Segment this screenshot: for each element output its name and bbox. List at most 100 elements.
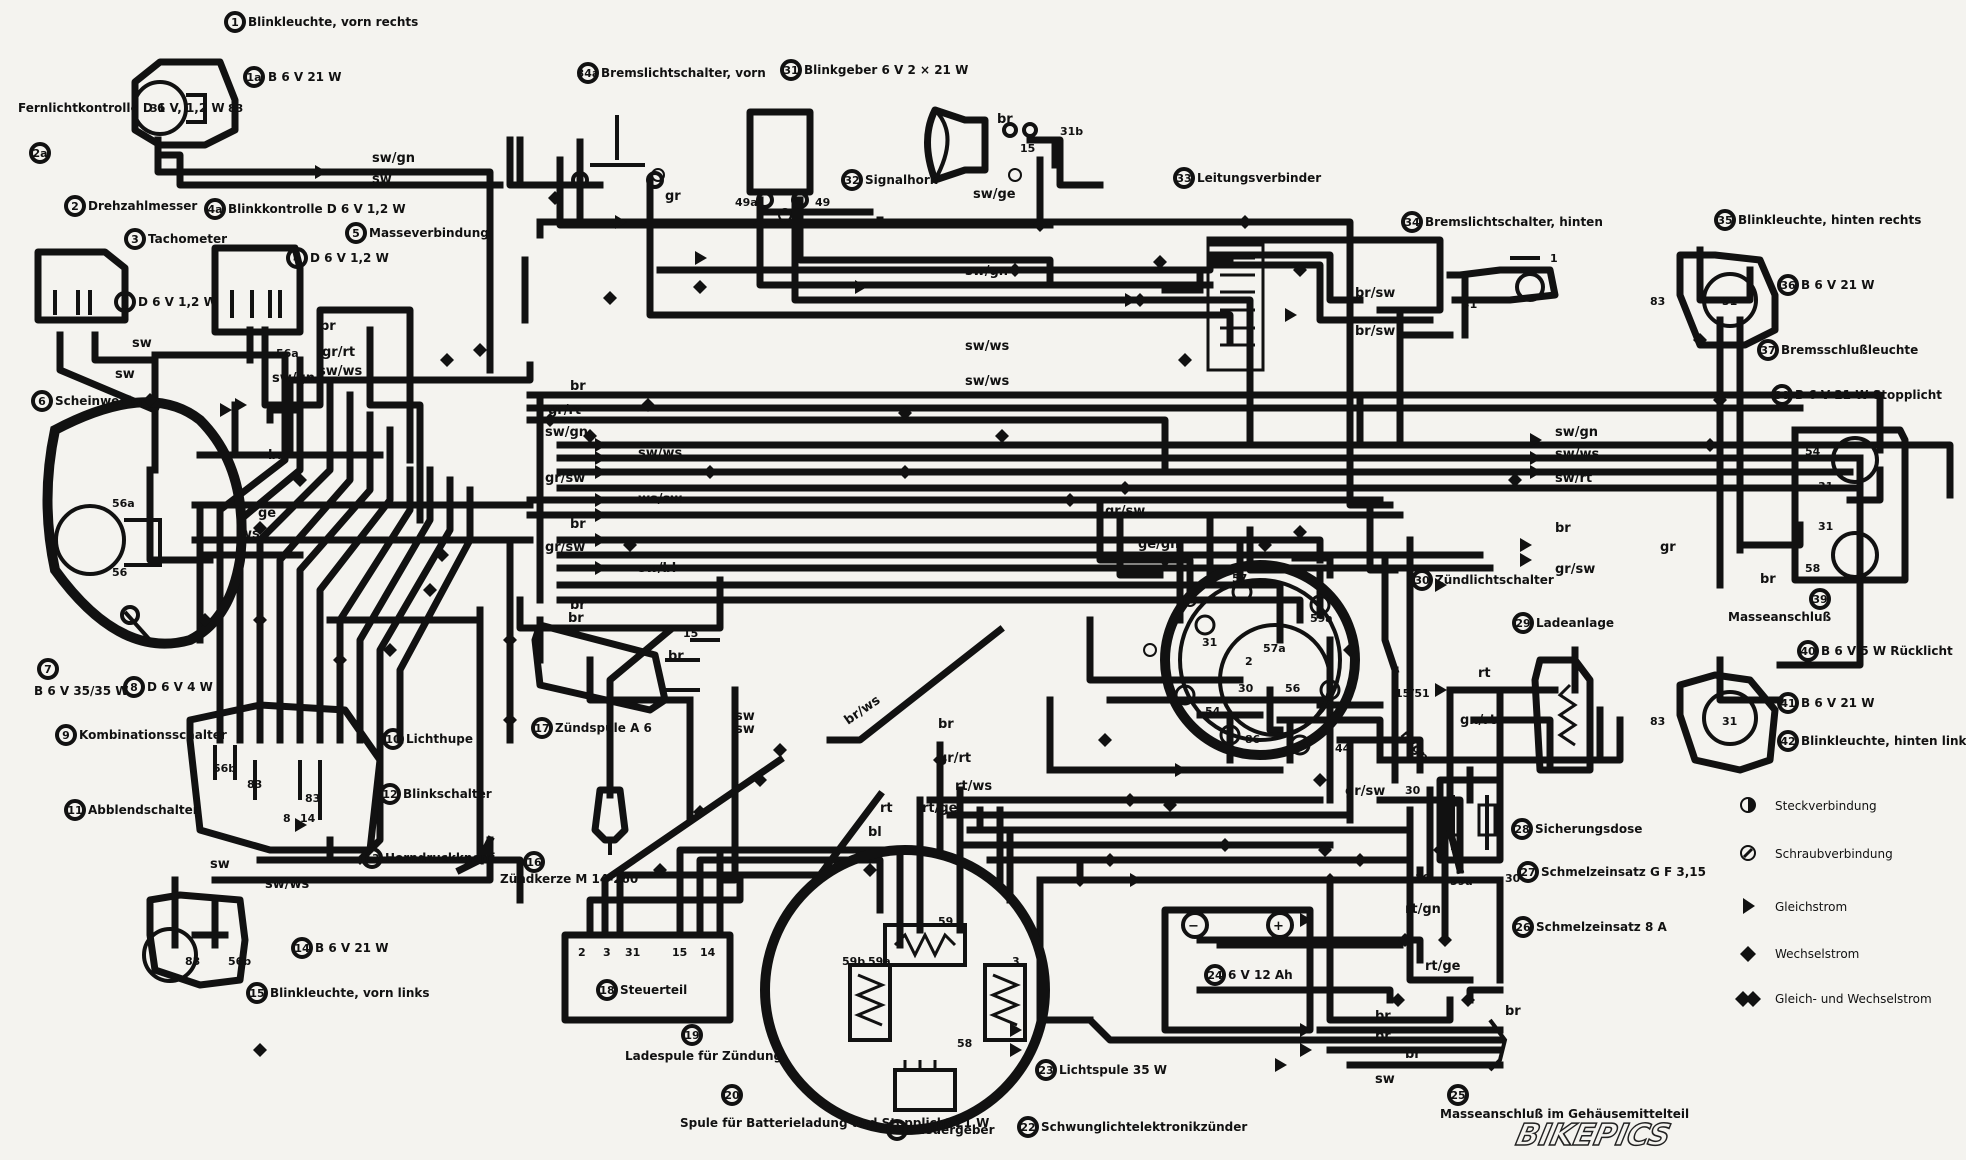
svg-text:31: 31 <box>1818 480 1833 493</box>
svg-text:24: 24 <box>1207 969 1223 982</box>
dc-marker-22 <box>1300 913 1312 927</box>
ac-marker-25 <box>423 583 437 597</box>
dc-marker-10 <box>595 451 607 465</box>
svg-text:31b: 31b <box>1060 125 1083 138</box>
dc-marker-0 <box>315 165 327 179</box>
ac-marker-17 <box>1063 493 1077 507</box>
dc-marker-17 <box>1520 553 1532 567</box>
svg-text:Schmelzeinsatz G F 3,15: Schmelzeinsatz G F 3,15 <box>1541 865 1706 879</box>
svg-text:br: br <box>997 112 1013 127</box>
dc-marker-15 <box>595 561 607 575</box>
svg-text:83: 83 <box>305 792 320 805</box>
spark-plug <box>591 786 629 855</box>
svg-text:D 6 V 1,2 W: D 6 V 1,2 W <box>138 295 217 309</box>
ac-marker-59 <box>1343 643 1357 657</box>
charging-unit <box>1531 656 1594 774</box>
svg-text:2: 2 <box>71 200 79 213</box>
svg-text:40: 40 <box>1800 645 1816 658</box>
svg-text:3: 3 <box>603 946 611 959</box>
ac-marker-33 <box>1218 838 1232 852</box>
svg-text:32: 32 <box>844 174 859 187</box>
svg-text:13: 13 <box>364 852 379 865</box>
svg-text:gr/sw: gr/sw <box>545 471 585 486</box>
svg-text:42: 42 <box>1780 735 1795 748</box>
svg-text:sw: sw <box>372 172 392 187</box>
svg-text:58: 58 <box>957 1037 972 1050</box>
svg-text:gr/sw: gr/sw <box>1345 784 1385 799</box>
svg-text:31: 31 <box>783 64 798 77</box>
front-brake-switch <box>571 115 664 189</box>
svg-text:B 6 V 21 W Stopplicht: B 6 V 21 W Stopplicht <box>1795 388 1942 402</box>
svg-text:Masseanschluß: Masseanschluß <box>1728 610 1832 624</box>
indicator-rear-right <box>1676 251 1779 349</box>
svg-text:15: 15 <box>672 946 687 959</box>
svg-text:gr: gr <box>665 189 681 204</box>
svg-text:59a: 59a <box>1450 875 1473 888</box>
ac-marker-47 <box>773 743 787 757</box>
dc-marker-11 <box>595 465 607 479</box>
svg-text:ge: ge <box>258 506 276 521</box>
dc-marker-19 <box>1435 683 1447 697</box>
svg-text:gr: gr <box>1660 540 1676 555</box>
ac-marker-45 <box>863 863 877 877</box>
ac-marker-61 <box>1033 218 1047 232</box>
svg-text:59a: 59a <box>868 955 891 968</box>
svg-text:B 6 V 21 W: B 6 V 21 W <box>1801 696 1874 710</box>
ac-marker-50 <box>653 863 667 877</box>
battery-plus: + <box>1273 919 1284 934</box>
svg-text:sw/gn: sw/gn <box>545 425 588 440</box>
svg-text:1: 1 <box>231 16 239 29</box>
callout-7: 7B 6 V 35/35 W <box>34 658 129 698</box>
svg-text:83: 83 <box>1650 295 1665 308</box>
dc-marker-3 <box>855 280 867 294</box>
legend-alternating-current: Wechselstrom <box>1740 946 1859 962</box>
svg-text:br: br <box>668 649 684 664</box>
svg-text:B 6 V 5 W Rücklicht: B 6 V 5 W Rücklicht <box>1821 644 1953 658</box>
svg-text:sw/gn: sw/gn <box>372 151 415 166</box>
dc-marker-7 <box>1530 451 1542 465</box>
ac-marker-34 <box>1318 843 1332 857</box>
svg-text:34a: 34a <box>577 67 600 80</box>
ac-marker-60 <box>543 413 557 427</box>
svg-text:rt: rt <box>880 801 893 816</box>
svg-text:83: 83 <box>1650 715 1665 728</box>
svg-text:31: 31 <box>1722 715 1737 728</box>
svg-text:57a: 57a <box>1263 642 1286 655</box>
svg-text:gr/sw: gr/sw <box>1555 562 1595 577</box>
control-unit <box>561 931 734 1024</box>
svg-text:br: br <box>568 611 584 626</box>
indicator-front-left <box>142 891 249 989</box>
svg-text:33: 33 <box>1176 172 1191 185</box>
svg-text:6: 6 <box>38 395 46 408</box>
terminal-numbers: 31 83 31 83 49a 49 15 31b 54 31 58 31 83… <box>112 102 1833 1050</box>
dc-marker-9 <box>595 438 607 452</box>
svg-text:Blinkkontrolle D 6 V 1,2 W: Blinkkontrolle D 6 V 1,2 W <box>228 202 406 216</box>
svg-text:49a: 49a <box>735 196 758 209</box>
svg-text:Blinkleuchte, hinten links: Blinkleuchte, hinten links <box>1801 734 1966 748</box>
dc-marker-2 <box>695 251 707 265</box>
dc-marker-6 <box>1530 433 1542 447</box>
connector-block <box>1206 243 1265 372</box>
ac-marker-12 <box>995 429 1009 443</box>
svg-text:gr/rt: gr/rt <box>548 403 581 418</box>
svg-text:31: 31 <box>625 946 640 959</box>
svg-text:23: 23 <box>1038 1064 1053 1077</box>
svg-text:gn/rt: gn/rt <box>1460 713 1496 728</box>
dc-marker-27 <box>1010 1043 1022 1057</box>
rev-counter <box>34 248 129 324</box>
plug-marker-2 <box>651 168 665 182</box>
dc-marker-30 <box>220 403 232 417</box>
ac-marker-35 <box>1353 853 1367 867</box>
svg-text:36: 36 <box>1780 279 1796 292</box>
